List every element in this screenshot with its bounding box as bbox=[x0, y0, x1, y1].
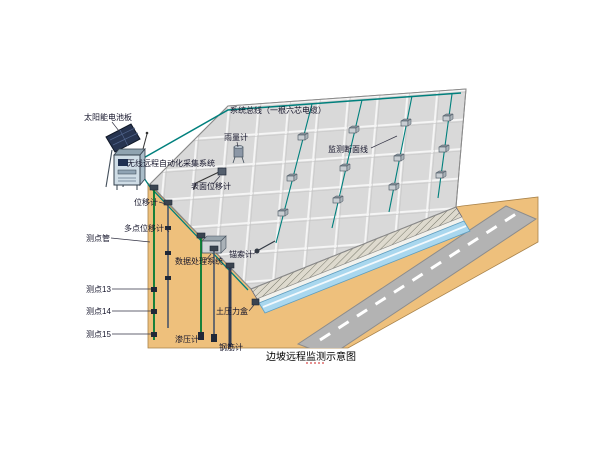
leader-rain bbox=[236, 141, 239, 148]
slope-lattice-grid bbox=[149, 88, 467, 290]
label-earth-pressure: 土压力盒 bbox=[216, 306, 248, 316]
measuring-point-15-marker bbox=[151, 332, 157, 337]
seepage-sensor bbox=[198, 332, 204, 340]
measuring-point-14-marker bbox=[151, 309, 157, 314]
seepage-sensor bbox=[211, 334, 217, 342]
sensor-box-icon bbox=[435, 170, 447, 179]
label-system-bus: 系统总线（一根六芯电缆） bbox=[230, 105, 326, 115]
section-cable-1 bbox=[275, 103, 313, 244]
label-rebar-meter: 钢筋计 bbox=[219, 342, 243, 352]
label-solar-panel: 太阳能电池板 bbox=[84, 112, 132, 122]
sensor-box-icon bbox=[332, 195, 344, 204]
leader-anchor bbox=[252, 251, 257, 255]
earth-pressure-device bbox=[251, 298, 260, 306]
road-center-dashes bbox=[319, 210, 520, 342]
label-point-13: 测点13 bbox=[86, 285, 111, 294]
borehole-1-head bbox=[149, 184, 159, 191]
label-point-14: 测点14 bbox=[86, 307, 111, 316]
road-group bbox=[296, 205, 538, 348]
leader-data-processing bbox=[205, 253, 212, 261]
sensor-box-icon bbox=[400, 118, 412, 127]
borehole-4-head bbox=[209, 245, 219, 252]
borehole-5-head bbox=[225, 262, 235, 269]
leader-displacement bbox=[158, 201, 167, 205]
rain-gauge-device bbox=[232, 145, 245, 164]
multipoint-anchor-marker bbox=[165, 251, 171, 255]
label-anchor-meter: 锚索计 bbox=[229, 249, 253, 259]
sensor-box-icon bbox=[438, 144, 450, 153]
cabinet-screen bbox=[118, 159, 128, 166]
multipoint-anchor-marker bbox=[165, 226, 171, 230]
antenna-icon bbox=[142, 133, 148, 150]
label-multipoint-displacement: 多点位移计 bbox=[124, 223, 164, 233]
sensor-box-icon bbox=[297, 132, 309, 141]
sensor-box-icon bbox=[277, 208, 289, 217]
sensor-box-icon bbox=[339, 163, 351, 172]
antenna-tip bbox=[145, 131, 149, 135]
measuring-point-13-marker bbox=[151, 287, 157, 292]
multipoint-anchor-marker bbox=[165, 276, 171, 280]
cabinet-panel bbox=[117, 169, 137, 175]
road bbox=[296, 205, 538, 348]
sensor-box-icon bbox=[388, 182, 400, 191]
power-and-cabinet bbox=[105, 123, 149, 190]
labels: 太阳能电池板 系统总线（一根六芯电缆） 雨量计 监测断面线 无线远程自动化采集系… bbox=[84, 105, 368, 352]
label-rain-gauge: 雨量计 bbox=[224, 132, 248, 142]
sensor-box-icon bbox=[442, 113, 454, 122]
slope-surface bbox=[149, 88, 467, 290]
diagram-caption: 边坡远程监测示意图 bbox=[266, 350, 356, 363]
label-displacement: 位移计 bbox=[134, 197, 158, 207]
surface-displacement-device bbox=[193, 167, 227, 190]
label-monitoring-section-line: 监测断面线 bbox=[328, 144, 368, 154]
borehole-2-head bbox=[163, 199, 173, 206]
sensor-box-icon bbox=[348, 125, 360, 134]
label-data-processing: 数据处理系统 bbox=[175, 256, 223, 266]
leader-tube bbox=[110, 237, 151, 243]
leader-section-line bbox=[370, 135, 398, 149]
label-seepage-meter: 渗压计 bbox=[175, 334, 199, 344]
sensor-box-icon bbox=[286, 173, 298, 182]
system-bus-cable bbox=[139, 92, 462, 161]
water-highlight bbox=[262, 225, 467, 308]
solar-panel-device bbox=[105, 123, 141, 153]
borehole-3-head bbox=[196, 232, 206, 239]
label-point-15: 测点15 bbox=[86, 330, 111, 339]
cabinet-legs bbox=[116, 185, 138, 190]
cabinet-vents bbox=[118, 177, 136, 182]
boreholes bbox=[149, 184, 235, 347]
terrain bbox=[147, 182, 539, 349]
sensor-box-icon bbox=[393, 153, 405, 162]
leader-multipoint bbox=[164, 227, 170, 233]
leader-surface-displacement bbox=[212, 175, 221, 185]
label-wireless-system: 无线远程自动化采集系统 bbox=[127, 158, 215, 168]
label-measuring-tube: 测点管 bbox=[86, 233, 110, 243]
label-surface-displacement: 表面位移计 bbox=[191, 181, 231, 191]
leader-lines bbox=[110, 121, 398, 335]
leader-solar bbox=[111, 121, 120, 132]
solar-panel-cells bbox=[109, 127, 139, 147]
leader-earth-pressure bbox=[248, 304, 255, 312]
solar-mount-leg bbox=[105, 149, 113, 188]
